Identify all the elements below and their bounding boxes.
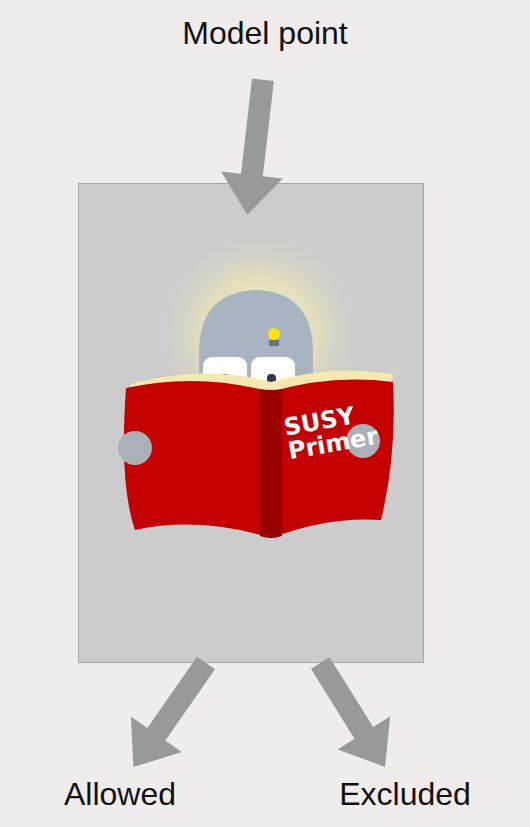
output-label: Excluded [300, 772, 510, 818]
book-spine [260, 389, 282, 538]
input-label: Model point [130, 6, 400, 62]
robot-hand [118, 431, 152, 465]
flow-arrow [311, 657, 390, 767]
node-label: Allowed [64, 777, 176, 812]
light-bulb [268, 328, 280, 340]
flow-arrow [131, 657, 215, 767]
output-label: Allowed [20, 772, 220, 818]
book-cover-right [271, 380, 394, 538]
node-label: Model point [182, 16, 347, 51]
node-label: Excluded [339, 777, 471, 812]
antenna-base [269, 340, 279, 346]
classifier-box: SUSY Primer [78, 183, 424, 663]
